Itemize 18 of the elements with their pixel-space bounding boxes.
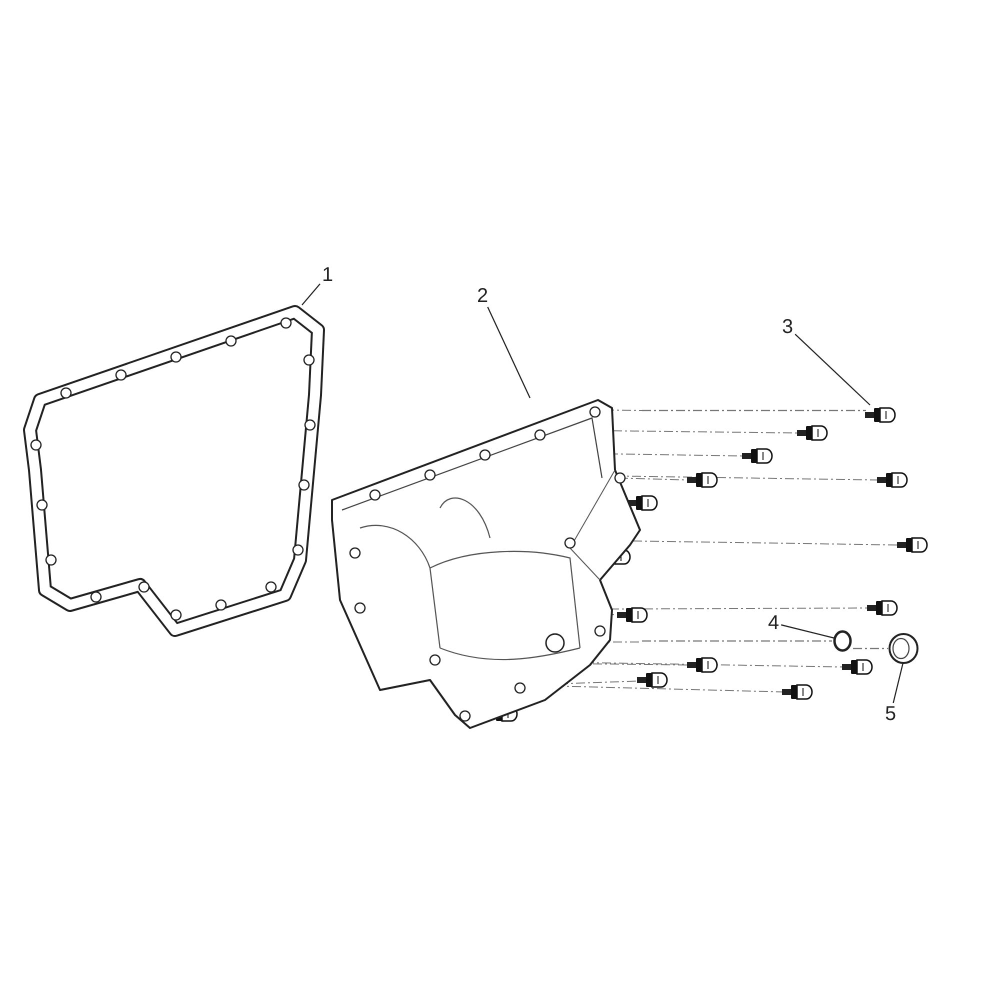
leader-line xyxy=(780,624,834,639)
center-line xyxy=(642,410,866,412)
drain-plug-icon xyxy=(888,633,919,664)
center-line xyxy=(642,640,832,642)
o-ring-icon xyxy=(832,630,853,652)
oil-pan-drawing xyxy=(330,398,642,732)
leader-line xyxy=(794,334,870,406)
center-line xyxy=(853,648,888,650)
callout-number: 2 xyxy=(475,285,490,307)
bolt-icon xyxy=(866,405,894,425)
leader-line xyxy=(487,306,531,398)
leader-line xyxy=(302,283,320,306)
gasket-drawing xyxy=(26,305,324,635)
callout-number: 4 xyxy=(766,612,782,634)
callout-number: 3 xyxy=(780,316,796,338)
leader-line xyxy=(892,662,904,704)
callout-number: 5 xyxy=(883,703,898,725)
callout-number: 1 xyxy=(320,264,336,286)
